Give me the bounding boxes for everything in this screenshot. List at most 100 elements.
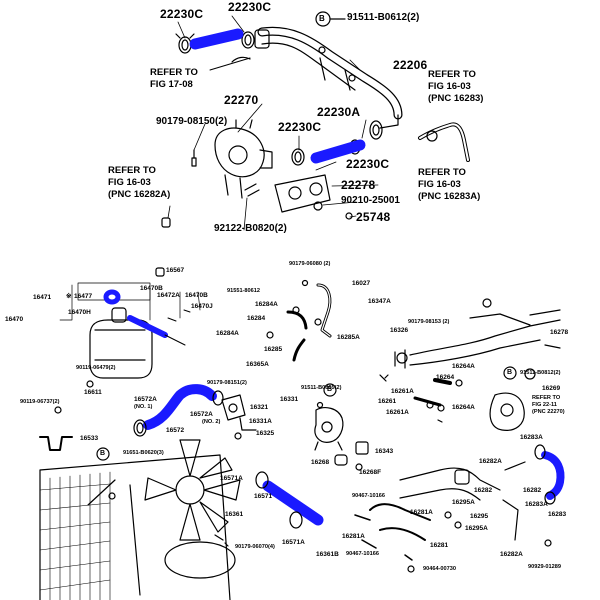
part-label: 90179-08150(2)	[156, 116, 228, 127]
star-mark: ※	[66, 293, 72, 300]
refer-text: (PNC 16283)	[428, 93, 484, 104]
part-label: 16282A	[500, 551, 523, 558]
refer-text: FIG 16-03	[108, 177, 151, 188]
part-label: 16269	[542, 385, 561, 392]
part-label: 16261A	[386, 409, 409, 416]
part-label: 90179-08151(2)	[207, 380, 247, 386]
part-label: 16533	[80, 435, 99, 442]
part-label: 16347A	[368, 298, 391, 305]
refer-text: (PNC 16282A)	[108, 189, 171, 200]
part-label: 16470J	[191, 303, 213, 310]
part-label: 16295A	[452, 499, 475, 506]
refer-text: (PNC 16283A)	[418, 191, 481, 202]
refer-text: REFER TO	[150, 67, 198, 78]
part-label: 22230C	[160, 7, 204, 21]
part-label: 16361B	[316, 551, 339, 558]
part-label: 90179-08153 (2)	[408, 319, 450, 325]
part-label: 92122-B0820(2)	[214, 223, 287, 234]
part-label: 16295A	[465, 525, 488, 532]
part-label: 16331A	[249, 418, 272, 425]
part-label: (NO. 1)	[134, 404, 153, 410]
part-label: 16295	[470, 513, 489, 520]
part-label: 91511-B0865(2)	[301, 385, 342, 391]
part-label: 16571	[254, 493, 273, 500]
fan-icon	[144, 439, 241, 541]
part-label: 90119-06479(2)	[76, 365, 116, 371]
part-label: 16361	[225, 511, 244, 518]
part-label: 16477	[74, 293, 93, 300]
part-label: 16281A	[410, 509, 433, 516]
part-label: 16285A	[337, 334, 360, 341]
part-label: 16571A	[282, 539, 305, 546]
part-label: 16285	[264, 346, 283, 353]
part-label: 16572A	[134, 396, 157, 403]
part-label: 16283A	[525, 501, 548, 508]
egr-valve-22270	[214, 119, 273, 199]
part-label: 25748	[356, 210, 391, 224]
part-label: 22270	[224, 93, 259, 107]
part-label: 90929-01289	[528, 564, 561, 570]
part-label: 91551-80612	[227, 288, 260, 294]
part-label: 16284	[247, 315, 266, 322]
part-label: 16321	[250, 404, 269, 411]
refer-text: REFER TO	[418, 167, 466, 178]
refer-text: FIG 16-03	[428, 81, 471, 92]
part-label: 16326	[390, 327, 409, 334]
part-label: 16261	[378, 398, 397, 405]
part-label: FIG 22-11	[532, 402, 557, 408]
part-label: 91511-B0612(2)	[347, 12, 420, 23]
hose-16470b-highlight	[127, 315, 168, 338]
part-label: 16283	[548, 511, 567, 518]
part-label: 91651-B0620(3)	[123, 450, 164, 456]
part-label: 16027	[352, 280, 371, 287]
hose-clamp-icon	[241, 31, 255, 49]
part-label: 16572	[166, 427, 185, 434]
part-label: 90210-25001	[341, 195, 400, 206]
part-label: 16264A	[452, 363, 475, 370]
hose-22230c-highlight	[189, 28, 244, 50]
part-label: 90467-10166	[346, 551, 379, 557]
part-label: 16325	[256, 430, 275, 437]
part-label: 16611	[84, 389, 102, 396]
part-label: 16470	[5, 316, 24, 323]
refer-text: FIG 17-08	[150, 79, 193, 90]
part-label: 16472A	[157, 292, 180, 299]
part-label: 16343	[375, 448, 394, 455]
hose-16283-highlight	[541, 451, 565, 500]
part-label: 90119-06737(2)	[20, 399, 60, 405]
part-label: 16471	[33, 294, 52, 301]
part-label: REFER TO	[532, 395, 561, 401]
part-label: 16264	[436, 374, 455, 381]
part-label: 90464-00730	[423, 566, 456, 572]
part-label: 16470B	[185, 292, 208, 299]
part-label: 16567	[166, 267, 185, 274]
part-label: 16331	[280, 396, 299, 403]
b-marker: B	[327, 386, 333, 393]
b-marker: B	[100, 450, 106, 457]
part-label: 16281	[430, 542, 449, 549]
part-label: 90467-10166	[352, 493, 385, 499]
radiator	[39, 454, 231, 600]
refer-text: FIG 16-03	[418, 179, 461, 190]
part-label: 16284A	[216, 330, 239, 337]
part-label: 90179-06080 (2)	[289, 261, 331, 267]
part-label: 16261A	[391, 388, 414, 395]
refer-text: REFER TO	[108, 165, 156, 176]
part-label: 16281A	[342, 533, 365, 540]
reservoir-tank-16470	[89, 307, 153, 379]
part-label: 91511-B0812(2)	[520, 370, 561, 376]
hose-22230a-highlight	[310, 139, 366, 164]
part-label: 16278	[550, 329, 569, 336]
b-marker: B	[507, 369, 513, 376]
part-label: 22230C	[346, 157, 390, 171]
part-label: 16282A	[479, 458, 502, 465]
part-label: 16470B	[140, 285, 163, 292]
part-label: 16264A	[452, 404, 475, 411]
part-label: 22206	[393, 58, 428, 72]
part-label: 16268	[311, 459, 330, 466]
part-label: (PNC 22270)	[532, 409, 565, 415]
part-label: 16365A	[246, 361, 269, 368]
part-label: 16284A	[255, 301, 278, 308]
part-label: 22230C	[278, 120, 322, 134]
